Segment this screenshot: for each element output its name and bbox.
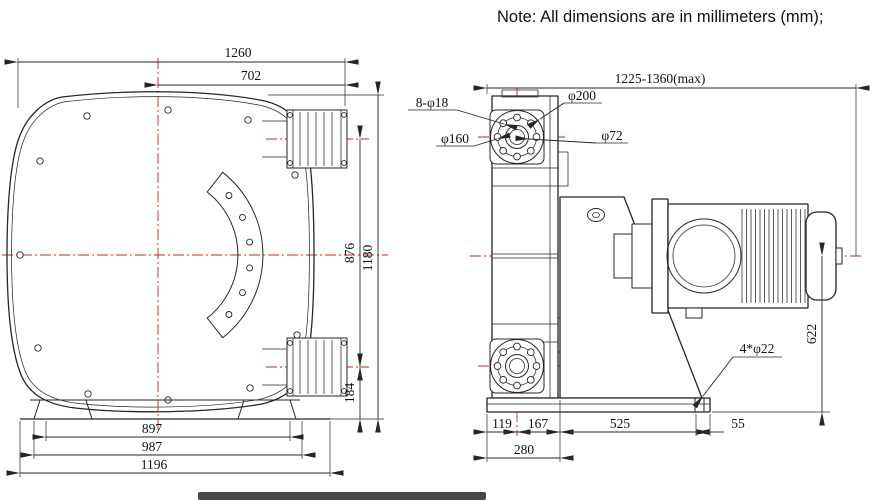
dim-seg-167: 167 [528,416,549,431]
dim-flange-spacing: 876 [342,243,357,264]
dim-overall-length: 1225-1360(max) [615,71,706,86]
side-flange-bottom [489,338,545,394]
hose-flange-bottom [262,337,348,397]
hose-flange-top [262,109,348,169]
front-centerlines [2,58,388,430]
side-view: 1225-1360(max) 8-φ18 φ200 φ160 φ72 622 4… [408,71,870,462]
front-view: 1260 702 876 184 1180 897 987 [2,45,388,477]
bottom-edge-artifact [198,492,486,500]
dim-base-overall: 1196 [141,457,168,472]
arc-bolt-holes [225,192,254,318]
dim-flange-to-base: 184 [342,383,357,404]
front-dimensions: 1260 702 876 184 1180 897 987 [4,45,384,477]
callout-anchor-bolts: 4*φ22 [740,341,775,356]
cover-bolt-holes [16,106,301,404]
callout-flange-bolts: 8-φ18 [416,95,449,110]
dim-feet-mid-span: 987 [142,439,163,454]
side-base-plate [486,397,711,413]
dim-overall-width: 1260 [225,45,252,60]
callout-bore: φ72 [601,128,622,143]
pump-housing-outline [6,91,315,413]
side-flange-top [489,109,545,165]
front-base-feet [20,399,330,420]
callout-flange-od: φ200 [568,88,596,103]
dim-center-to-flange: 702 [241,68,261,83]
dim-base-width: 280 [514,442,535,457]
callout-bolt-circle: φ160 [441,131,469,146]
motor-cooling-fins [741,209,806,303]
dim-seg-55: 55 [731,416,745,431]
dim-seg-119: 119 [492,416,512,431]
motor [651,198,843,319]
dim-feet-inner-span: 897 [142,421,163,436]
dim-seg-525: 525 [610,416,631,431]
dim-center-height: 622 [804,324,819,344]
side-dimensions: 1225-1360(max) 8-φ18 φ200 φ160 φ72 622 4… [408,71,870,462]
rotor-access-arc [206,171,264,339]
drawing-note: Note: All dimensions are in millimeters … [497,8,823,26]
dim-overall-height: 1180 [360,245,375,272]
coupling [613,223,653,289]
